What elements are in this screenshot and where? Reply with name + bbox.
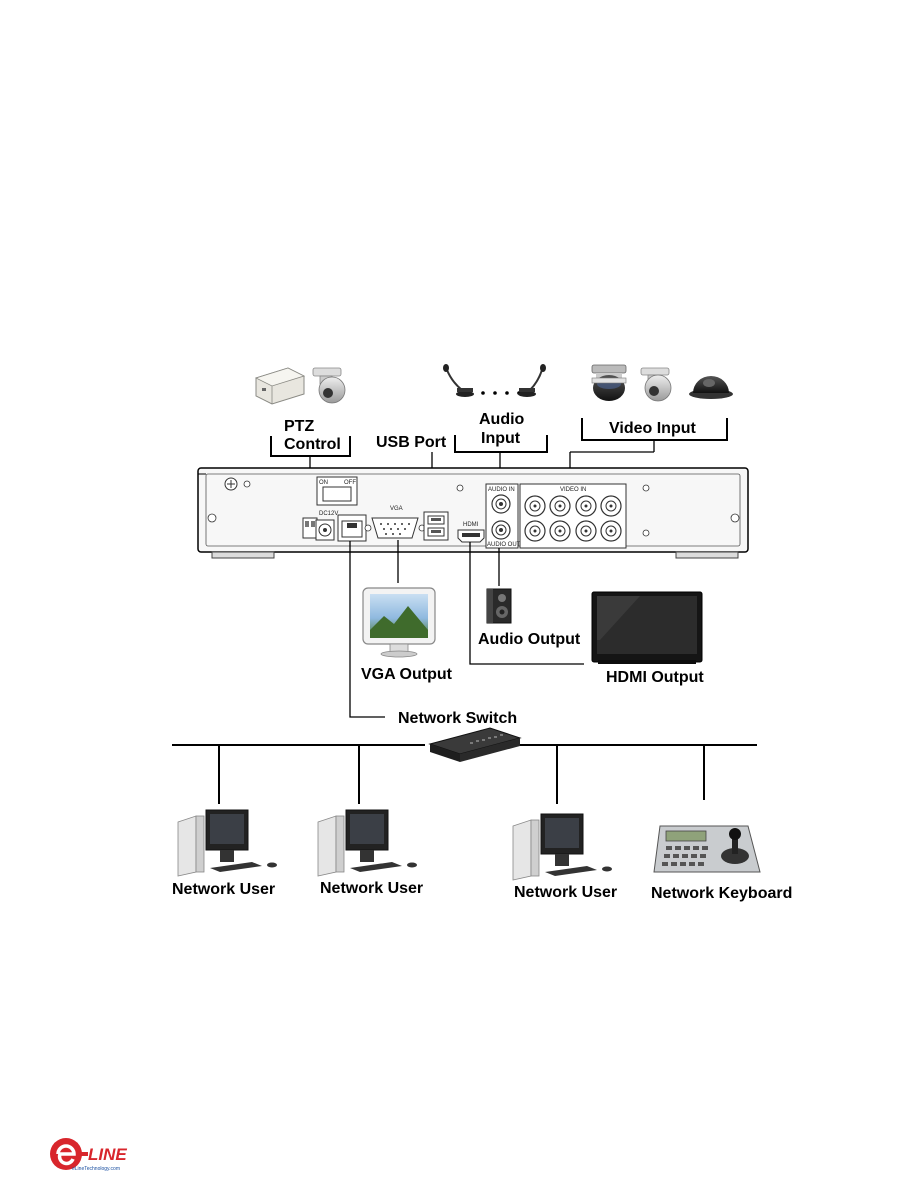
audio-input-label-line1: Audio bbox=[479, 411, 525, 428]
vga-port: VGA bbox=[364, 506, 426, 539]
audio-in-panel-label: AUDIO IN bbox=[488, 487, 515, 493]
ptz-dome-camera-icon bbox=[640, 367, 672, 402]
dvr-rear-panel bbox=[197, 467, 749, 559]
microphone-icon bbox=[443, 364, 474, 397]
ellipsis-dots bbox=[481, 391, 521, 395]
off-label: OFF bbox=[344, 480, 356, 486]
audio-input-label-line2: Input bbox=[481, 430, 521, 447]
eline-logo: LINE eLineTechnology.com bbox=[48, 1130, 148, 1180]
audio-ports: AUDIO IN AUDIO OUT bbox=[485, 483, 521, 549]
computer-icon bbox=[177, 809, 277, 877]
network-switch-label: Network Switch bbox=[398, 710, 517, 727]
ptz-camera-icon bbox=[312, 367, 346, 404]
ptz-control-label-line2: Control bbox=[284, 436, 341, 453]
power-switch: ON OFF bbox=[316, 476, 358, 506]
video-in-panel-label: VIDEO IN bbox=[560, 487, 586, 493]
dc12v-label: DC12V bbox=[319, 511, 338, 517]
network-keyboard-label: Network Keyboard bbox=[651, 885, 792, 902]
vga-monitor-icon bbox=[362, 587, 436, 658]
rs485-terminal bbox=[302, 517, 318, 539]
speed-dome-camera-icon bbox=[591, 364, 627, 401]
video-input-label: Video Input bbox=[609, 420, 696, 437]
on-label: ON bbox=[319, 480, 328, 486]
audio-out-panel-label: AUDIO OUT bbox=[487, 542, 521, 548]
vga-output-label: VGA Output bbox=[361, 666, 453, 683]
usb-ports bbox=[423, 511, 449, 541]
microphone-icon bbox=[518, 364, 546, 397]
network-switch-icon bbox=[428, 727, 522, 762]
speaker-icon bbox=[486, 588, 512, 624]
hdmi-tv-icon bbox=[591, 591, 703, 664]
computer-icon bbox=[512, 813, 612, 881]
video-input-bnc-ports: VIDEO IN bbox=[519, 483, 627, 549]
svg-text:eLineTechnology.com: eLineTechnology.com bbox=[72, 1166, 120, 1172]
svg-text:LINE: LINE bbox=[88, 1145, 127, 1164]
computer-icon bbox=[317, 809, 417, 877]
ptz-control-label-line1: PTZ bbox=[284, 418, 314, 435]
network-user-2-label: Network User bbox=[320, 880, 423, 897]
usb-port-label: USB Port bbox=[376, 434, 447, 451]
network-user-1-label: Network User bbox=[172, 881, 275, 898]
vga-panel-label: VGA bbox=[390, 506, 403, 512]
ethernet-port bbox=[337, 514, 367, 542]
ptz-decoder-icon bbox=[254, 367, 306, 405]
network-user-3-label: Network User bbox=[514, 884, 617, 901]
network-keyboard-icon bbox=[653, 825, 761, 873]
dc12v-power-port: DC12V bbox=[315, 511, 338, 541]
hdmi-panel-label: HDMI bbox=[463, 522, 479, 528]
hdmi-port: HDMI bbox=[457, 522, 485, 543]
hdmi-output-label: HDMI Output bbox=[606, 669, 704, 686]
audio-output-label: Audio Output bbox=[478, 631, 581, 648]
dome-camera-icon bbox=[689, 376, 733, 399]
